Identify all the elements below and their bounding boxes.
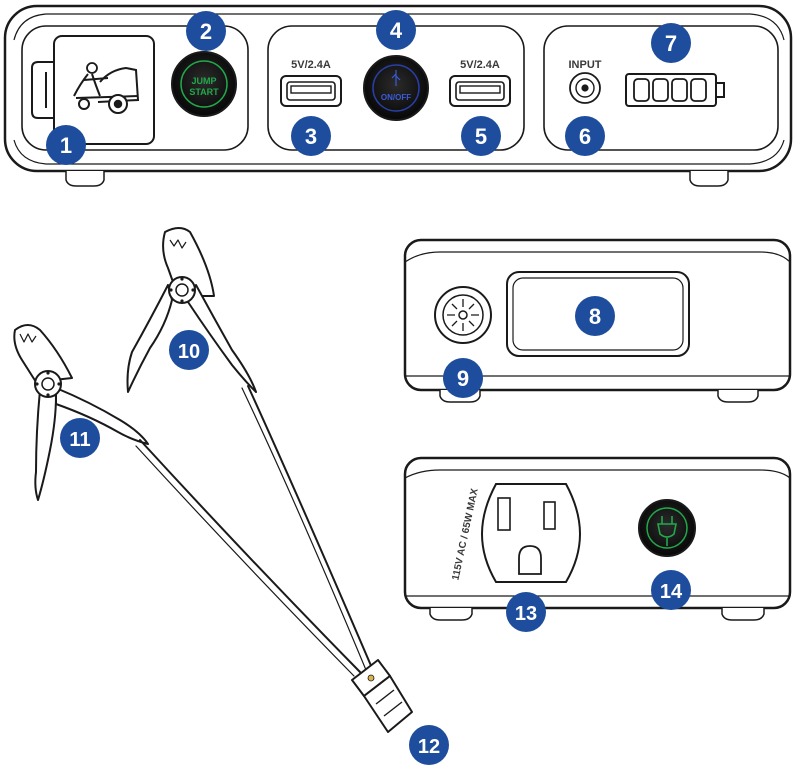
callout-11-label: 11 <box>69 429 90 451</box>
side-outlet-panel <box>403 456 792 621</box>
callout-12 <box>409 725 449 765</box>
callout-9-label: 9 <box>457 366 469 391</box>
callout-6-label: 6 <box>579 124 591 149</box>
clamp-10 <box>126 227 257 393</box>
flashlight-lens <box>434 286 492 344</box>
callout-12-label: 12 <box>418 736 440 758</box>
callout-7 <box>651 23 691 63</box>
clamp-cables <box>135 385 373 677</box>
callout-10-label: 10 <box>178 341 200 363</box>
usb-trident-icon <box>391 70 401 86</box>
callout-9 <box>443 358 483 398</box>
callout-3-label: 3 <box>305 124 317 149</box>
callout-14 <box>651 570 691 610</box>
callout-10 <box>169 330 209 370</box>
usb-right-rating: 5V/2.4A <box>460 59 500 71</box>
battery-cell <box>633 78 650 102</box>
callout-3 <box>291 116 331 156</box>
usb-port-left[interactable] <box>280 75 342 107</box>
plug-icon <box>657 516 677 546</box>
ac-outlet[interactable] <box>480 483 582 583</box>
battery-cell <box>690 78 707 102</box>
callout-13 <box>506 592 546 632</box>
usb-port-right[interactable] <box>449 75 511 107</box>
callout-14-label: 14 <box>660 581 683 603</box>
callout-2-label: 2 <box>200 19 212 44</box>
section-jump <box>21 25 249 151</box>
callout-13-label: 13 <box>515 603 537 625</box>
callout-8 <box>575 296 615 336</box>
mechanic-car-icon <box>73 62 140 114</box>
callout-7-label: 7 <box>665 31 677 56</box>
callout-5-label: 5 <box>475 124 487 149</box>
callout-1 <box>46 125 86 165</box>
clamp-port-lid[interactable] <box>53 35 155 145</box>
clamp-11 <box>13 324 149 501</box>
callout-8-label: 8 <box>589 304 601 329</box>
callout-5 <box>461 116 501 156</box>
battery-cell <box>671 78 688 102</box>
callout-11 <box>60 418 100 458</box>
power-button-label: ON/OFF <box>381 93 411 102</box>
callout-4 <box>376 10 416 50</box>
battery-cell <box>652 78 669 102</box>
battery-level-icon <box>625 73 725 107</box>
callout-2 <box>186 11 226 51</box>
input-label: INPUT <box>569 59 602 71</box>
callout-6 <box>565 116 605 156</box>
ec5-connector <box>351 659 413 733</box>
usb-left-rating: 5V/2.4A <box>291 59 331 71</box>
callout-4-label: 4 <box>390 18 403 43</box>
jump-start-label: START <box>189 87 219 97</box>
callout-1-label: 1 <box>60 133 72 158</box>
jump-start-label: JUMP <box>191 76 216 86</box>
